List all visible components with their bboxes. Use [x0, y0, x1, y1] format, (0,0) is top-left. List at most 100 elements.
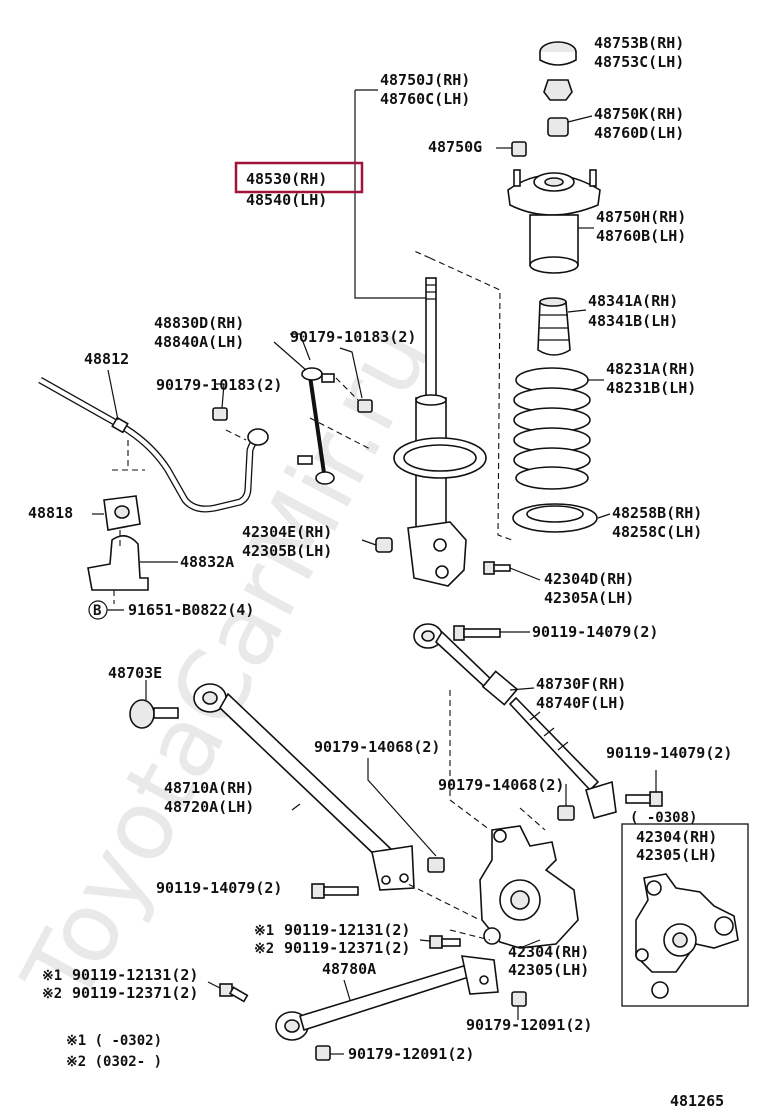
label-0308[interactable]: ( -0308) — [630, 810, 697, 826]
label-48341[interactable]: 48341A(RH) 48341B(LH) — [588, 292, 678, 330]
label-48750j[interactable]: 48750J(RH) 48760C(LH) — [380, 71, 470, 108]
label-48753[interactable]: 48753B(RH) 48753C(LH) — [594, 34, 684, 71]
svg-text:48710A(RH): 48710A(RH) — [164, 779, 254, 797]
lower-arm-no1 — [193, 683, 415, 891]
label-48231[interactable]: 48231A(RH) 48231B(LH) — [606, 360, 696, 397]
svg-text:※1: ※1 — [42, 968, 62, 984]
svg-text:90119-12131(2): 90119-12131(2) — [72, 966, 198, 984]
label-90179-10183-a[interactable]: 90179-10183(2) — [290, 328, 416, 346]
svg-text:42304(RH): 42304(RH) — [636, 828, 717, 846]
svg-text:90119-12131(2): 90119-12131(2) — [284, 921, 410, 939]
stabilizer-bracket — [87, 535, 149, 591]
upper-support — [507, 169, 601, 274]
figure-number: 481265 — [670, 1092, 724, 1110]
label-90119-14079-b[interactable]: 90119-14079(2) — [606, 744, 732, 762]
svg-text:48720A(LH): 48720A(LH) — [164, 798, 254, 816]
label-48750h[interactable]: 48750H(RH) 48760B(LH) — [596, 208, 686, 245]
arm-bolt-left — [311, 883, 359, 899]
label-90179-10183-b[interactable]: 90179-10183(2) — [156, 376, 282, 394]
svg-text:48750K(RH): 48750K(RH) — [594, 105, 684, 123]
svg-text:48540(LH): 48540(LH) — [246, 191, 327, 209]
rear-axle-carrier — [479, 825, 579, 949]
label-90179-14068-a[interactable]: 90179-14068(2) — [314, 738, 440, 756]
label-90179-12091-b[interactable]: 90179-12091(2) — [348, 1045, 474, 1063]
label-48710[interactable]: 48710A(RH) 48720A(LH) — [164, 779, 254, 816]
svg-text:42304D(RH): 42304D(RH) — [544, 570, 634, 588]
bushing — [547, 117, 569, 137]
circle-b-mark: B — [93, 603, 101, 619]
footnote-1: ※1 ( -0302) — [66, 1033, 162, 1049]
svg-text:48760C(LH): 48760C(LH) — [380, 90, 470, 108]
svg-text:42305B(LH): 42305B(LH) — [242, 542, 332, 560]
svg-text:48730F(RH): 48730F(RH) — [536, 675, 626, 693]
label-90119-12131-b[interactable]: ※1 90119-12131(2) — [42, 966, 198, 984]
label-48703[interactable]: 48703E — [108, 664, 162, 682]
adjust-bolt — [129, 699, 179, 729]
stabilizer-link — [297, 367, 335, 485]
lower-arm-no3 — [275, 955, 499, 1041]
svg-text:※1: ※1 — [254, 923, 274, 939]
knuckle-bolt — [483, 561, 511, 575]
svg-text:91651-B0822(4): 91651-B0822(4) — [128, 601, 254, 619]
label-48818[interactable]: 48818 — [28, 504, 73, 522]
label-90119-14079-c[interactable]: 90119-14079(2) — [156, 879, 282, 897]
arm3-bolt-lower — [219, 983, 249, 1003]
arm-bolt-right — [625, 791, 663, 807]
svg-text:※2: ※2 — [42, 986, 62, 1002]
label-90179-14068-b[interactable]: 90179-14068(2) — [438, 776, 564, 794]
svg-text:48341A(RH): 48341A(RH) — [588, 292, 678, 310]
label-91651[interactable]: B 91651-B0822(4) — [88, 600, 254, 620]
label-48750g[interactable]: 48750G — [428, 138, 482, 156]
label-90179-12091-a[interactable]: 90179-12091(2) — [466, 1016, 592, 1034]
stabilizer-bushing — [103, 495, 141, 531]
svg-text:48258C(LH): 48258C(LH) — [612, 523, 702, 541]
label-48780[interactable]: 48780A — [322, 960, 376, 978]
highlight-box — [234, 161, 364, 194]
strut-bushing — [375, 537, 393, 553]
svg-text:90119-12371(2): 90119-12371(2) — [72, 984, 198, 1002]
arm-bolt-upper — [453, 625, 501, 641]
lower-arm-no2 — [413, 623, 617, 819]
label-48530[interactable]: 48530(RH) 48540(LH) — [234, 161, 364, 209]
svg-text:48740F(LH): 48740F(LH) — [536, 694, 626, 712]
svg-text:42304E(RH): 42304E(RH) — [242, 523, 332, 541]
arm-nut-left — [427, 857, 445, 873]
label-48258[interactable]: 48258B(RH) 48258C(LH) — [612, 504, 702, 541]
nut — [543, 79, 573, 101]
label-42304e[interactable]: 42304E(RH) 42305B(LH) — [242, 523, 332, 560]
label-42304-inset[interactable]: 42304(RH) 42305(LH) — [636, 828, 717, 864]
label-48832[interactable]: 48832A — [180, 553, 234, 571]
label-90119-14079-a[interactable]: 90119-14079(2) — [532, 623, 658, 641]
svg-text:48760B(LH): 48760B(LH) — [596, 227, 686, 245]
label-48830[interactable]: 48830D(RH) 48840A(LH) — [154, 314, 244, 351]
label-42304d[interactable]: 42304D(RH) 42305A(LH) — [544, 570, 634, 607]
svg-text:42305(LH): 42305(LH) — [508, 961, 589, 979]
inset-box — [621, 823, 749, 1007]
label-90119-12131-a[interactable]: ※1 90119-12131(2) — [254, 921, 410, 939]
svg-text:48830D(RH): 48830D(RH) — [154, 314, 244, 332]
svg-text:48750J(RH): 48750J(RH) — [380, 71, 470, 89]
svg-text:42305A(LH): 42305A(LH) — [544, 589, 634, 607]
svg-text:90119-12371(2): 90119-12371(2) — [284, 939, 410, 957]
arm3-bolt-upper — [429, 935, 461, 949]
label-48812[interactable]: 48812 — [84, 350, 129, 368]
svg-text:42305(LH): 42305(LH) — [636, 846, 717, 864]
svg-text:48231B(LH): 48231B(LH) — [606, 379, 696, 397]
link-nut-lower — [212, 407, 228, 421]
arm3-nut-right — [511, 991, 527, 1007]
label-90119-12371-b[interactable]: ※2 90119-12371(2) — [42, 984, 198, 1002]
svg-text:48750H(RH): 48750H(RH) — [596, 208, 686, 226]
svg-text:48753C(LH): 48753C(LH) — [594, 53, 684, 71]
svg-text:48231A(RH): 48231A(RH) — [606, 360, 696, 378]
label-48750k[interactable]: 48750K(RH) 48760D(LH) — [594, 105, 684, 142]
label-48730[interactable]: 48730F(RH) 48740F(LH) — [536, 675, 626, 712]
arm-nut-right — [557, 805, 575, 821]
arm3-nut-left — [315, 1045, 331, 1061]
svg-text:42304(RH): 42304(RH) — [508, 943, 589, 961]
label-42304-main[interactable]: 42304(RH) 42305(LH) — [508, 943, 589, 979]
label-90119-12371-a[interactable]: ※2 90119-12371(2) — [254, 939, 410, 957]
svg-text:48840A(LH): 48840A(LH) — [154, 333, 244, 351]
link-nut-upper — [357, 399, 373, 413]
svg-text:48753B(RH): 48753B(RH) — [594, 34, 684, 52]
